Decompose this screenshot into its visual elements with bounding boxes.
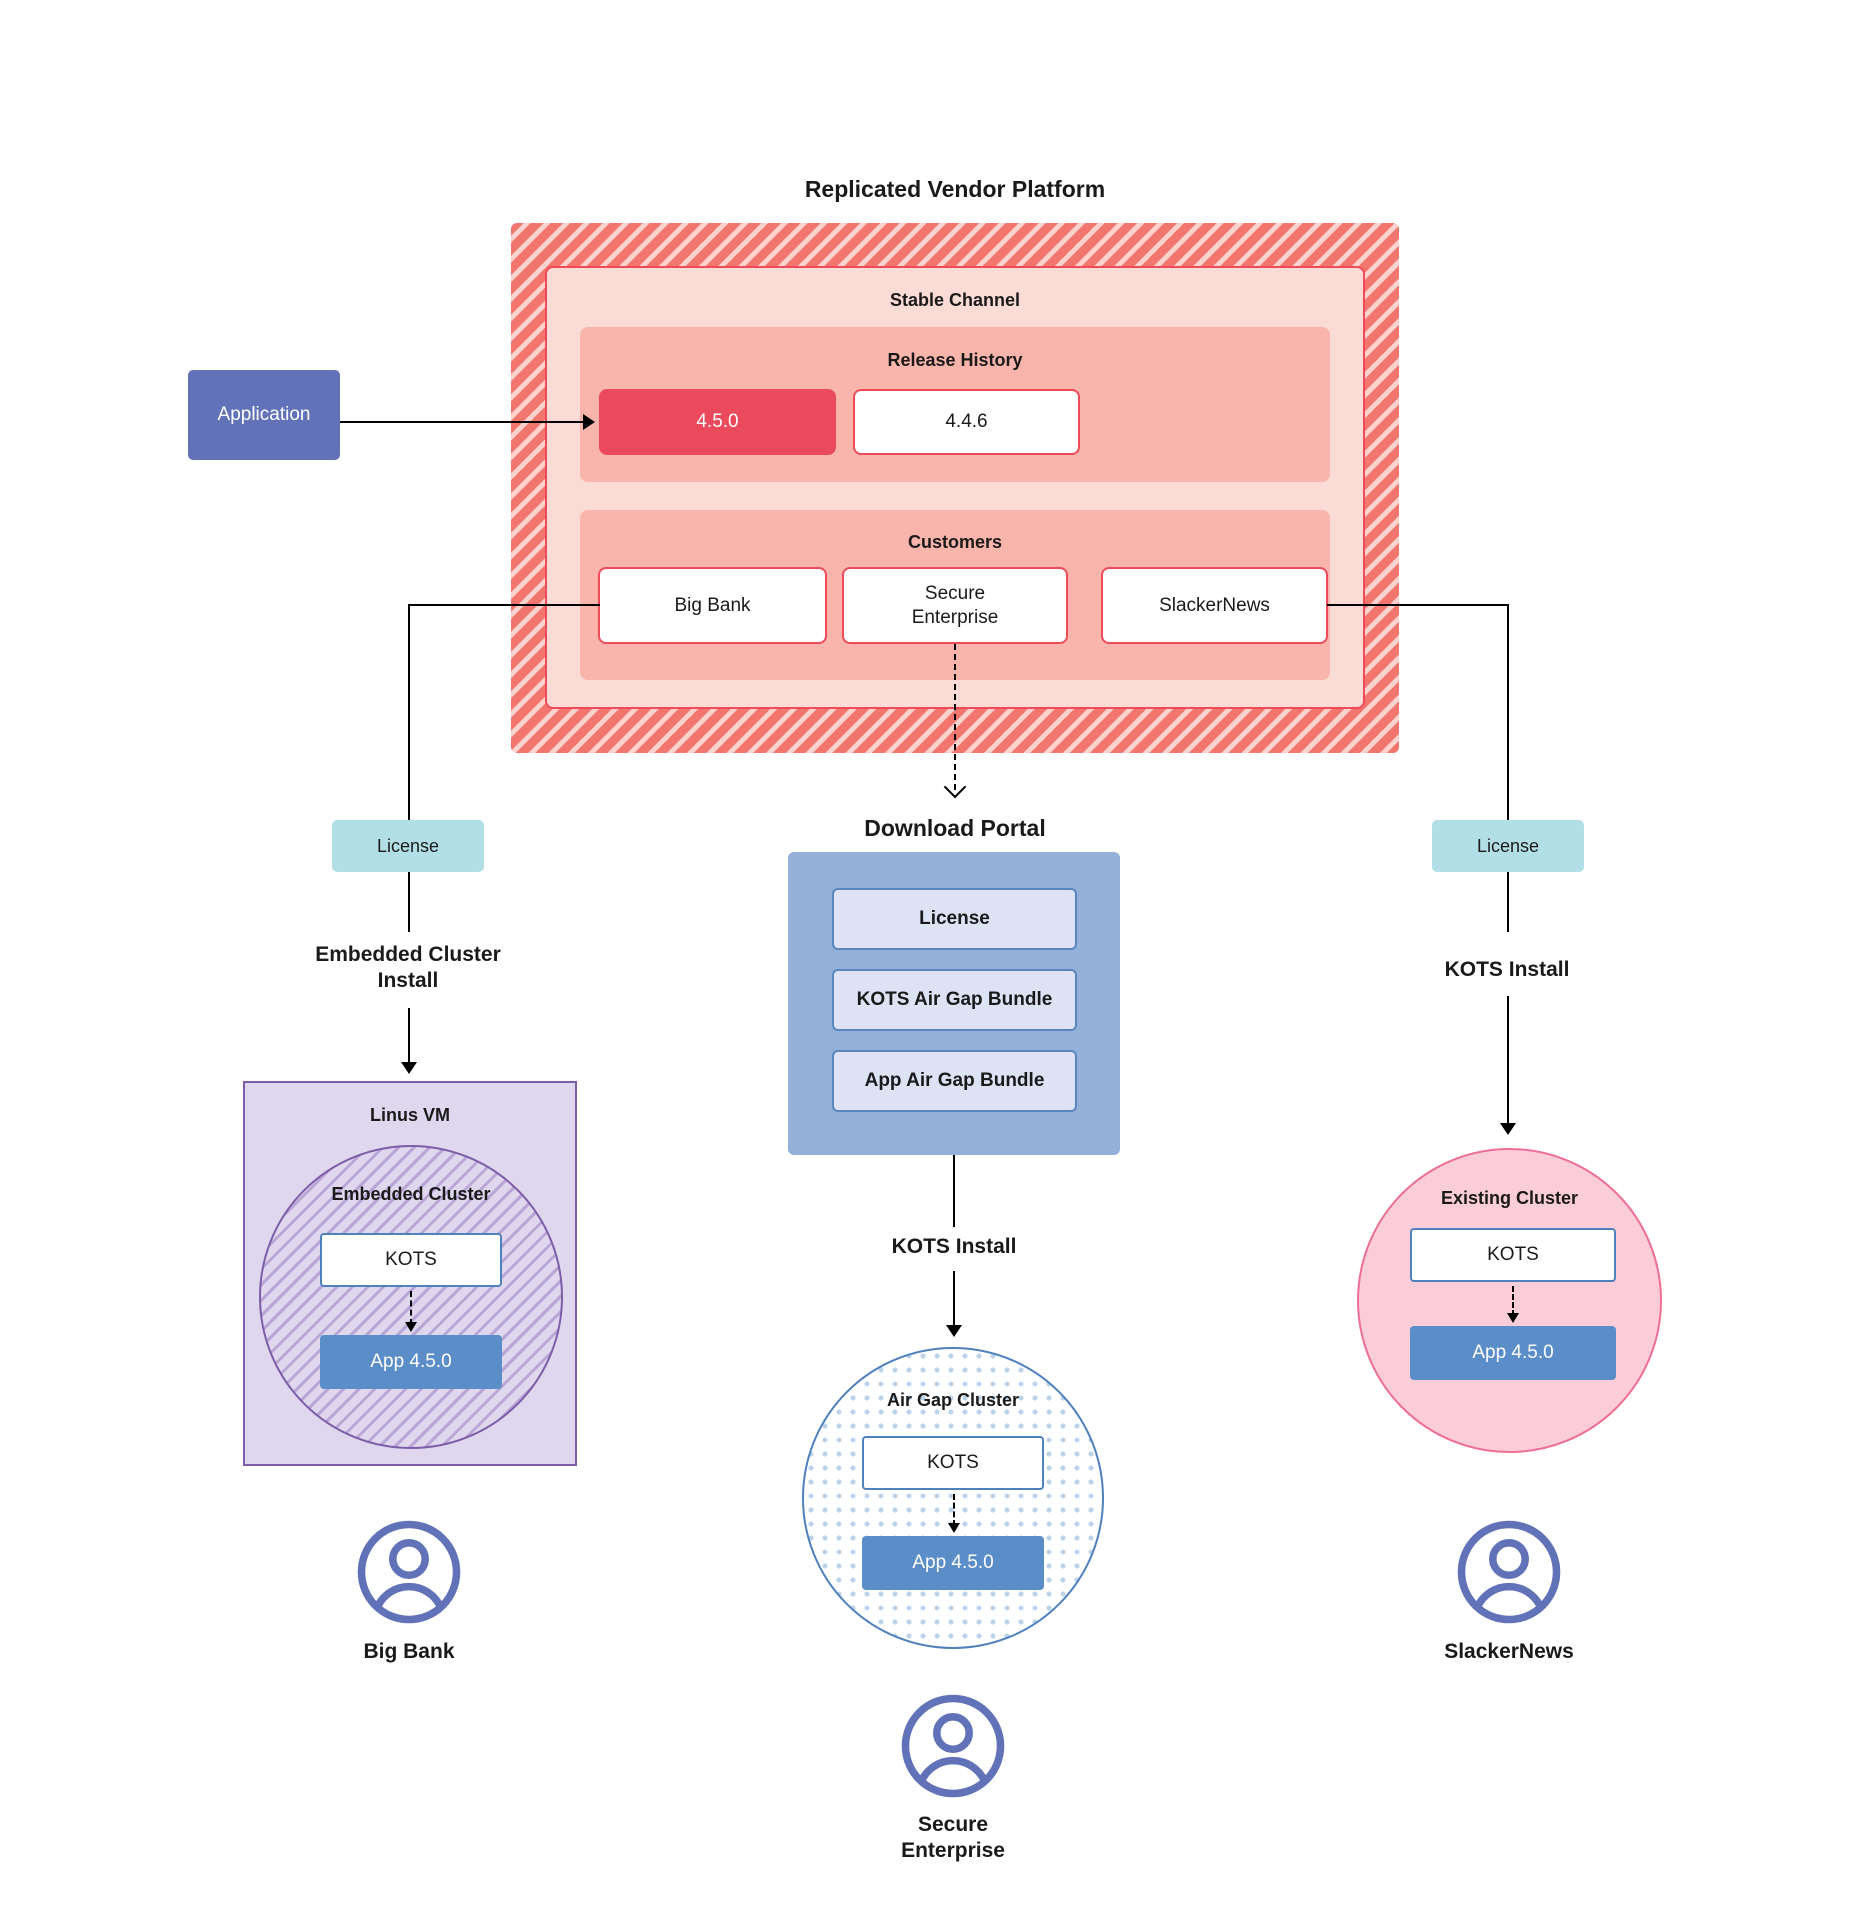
linux-vm-title: Linus VM xyxy=(370,1104,450,1125)
center-install-arrowhead xyxy=(946,1325,962,1337)
air-gap-cluster-title: Air Gap Cluster xyxy=(886,1389,1020,1410)
release-box-previous[interactable]: 4.4.6 xyxy=(853,389,1080,455)
embedded-kots-to-app-arrowhead xyxy=(405,1322,417,1332)
existing-cluster-circle xyxy=(1357,1148,1662,1453)
existing-cluster-title: Existing Cluster xyxy=(1440,1187,1579,1208)
existing-app-box[interactable]: App 4.5.0 xyxy=(1410,1326,1616,1380)
customer-label-slackernews: SlackerNews xyxy=(1444,1639,1574,1663)
right-kots-install-label: KOTS Install xyxy=(1444,957,1570,981)
center-install-to-cluster-line xyxy=(953,1271,955,1328)
application-to-release-line xyxy=(340,421,583,423)
portal-to-kots-install-line xyxy=(953,1155,955,1227)
airgap-kots-box[interactable]: KOTS xyxy=(862,1436,1044,1490)
customer-box-slackernews[interactable]: SlackerNews xyxy=(1101,567,1328,644)
existing-kots-to-app-arrowhead xyxy=(1507,1313,1519,1323)
customer-label-big-bank: Big Bank xyxy=(363,1639,455,1663)
right-install-arrowhead xyxy=(1500,1123,1516,1135)
air-gap-cluster-circle xyxy=(802,1347,1104,1649)
application-box[interactable]: Application xyxy=(188,370,340,460)
portal-item-kots-air-gap-bundle[interactable]: KOTS Air Gap Bundle xyxy=(832,969,1077,1031)
embedded-install-arrowhead xyxy=(401,1062,417,1074)
existing-kots-to-app-dashed-line xyxy=(1512,1286,1514,1316)
avatar-secure-enterprise xyxy=(899,1692,1007,1800)
existing-kots-box[interactable]: KOTS xyxy=(1410,1228,1616,1282)
right-install-to-cluster-line xyxy=(1507,996,1509,1126)
release-history-title: Release History xyxy=(887,349,1023,370)
download-portal-chevron-icon xyxy=(943,775,967,799)
embedded-cluster-title: Embedded Cluster xyxy=(331,1183,491,1204)
release-box-current[interactable]: 4.5.0 xyxy=(599,389,836,455)
airgap-kots-to-app-dashed-line xyxy=(953,1494,955,1526)
customer-box-big-bank[interactable]: Big Bank xyxy=(598,567,827,644)
embedded-cluster-install-label: Embedded Cluster Install xyxy=(315,942,501,992)
center-kots-install-label: KOTS Install xyxy=(891,1234,1017,1258)
license-chip-right[interactable]: License xyxy=(1432,820,1584,872)
avatar-big-bank xyxy=(355,1518,463,1626)
license-left-to-install-line xyxy=(408,872,410,932)
embedded-kots-box[interactable]: KOTS xyxy=(320,1233,502,1287)
portal-item-license[interactable]: License xyxy=(832,888,1077,950)
slackernews-connector-horizontal xyxy=(1327,604,1509,606)
secure-enterprise-dashed-connector xyxy=(954,644,956,790)
embedded-install-to-vm-line xyxy=(408,1008,410,1065)
embedded-kots-to-app-dashed-line xyxy=(410,1291,412,1325)
customer-box-secure-enterprise[interactable]: Secure Enterprise xyxy=(842,567,1068,644)
license-right-to-install-line xyxy=(1507,872,1509,932)
license-chip-left[interactable]: License xyxy=(332,820,484,872)
stable-channel-title: Stable Channel xyxy=(889,289,1021,310)
big-bank-connector-horizontal xyxy=(408,604,600,606)
embedded-app-box[interactable]: App 4.5.0 xyxy=(320,1335,502,1389)
portal-item-app-air-gap-bundle[interactable]: App Air Gap Bundle xyxy=(832,1050,1077,1112)
application-to-release-arrowhead xyxy=(583,414,595,430)
page-title: Replicated Vendor Platform xyxy=(804,175,1106,202)
slackernews-connector-vertical xyxy=(1507,604,1509,827)
download-portal-title: Download Portal xyxy=(864,814,1046,841)
airgap-kots-to-app-arrowhead xyxy=(948,1523,960,1533)
airgap-app-box[interactable]: App 4.5.0 xyxy=(862,1536,1044,1590)
big-bank-connector-vertical xyxy=(408,604,410,827)
customer-label-secure-enterprise: Secure Enterprise xyxy=(901,1813,1005,1863)
avatar-slackernews xyxy=(1455,1518,1563,1626)
customers-title: Customers xyxy=(907,531,1003,552)
